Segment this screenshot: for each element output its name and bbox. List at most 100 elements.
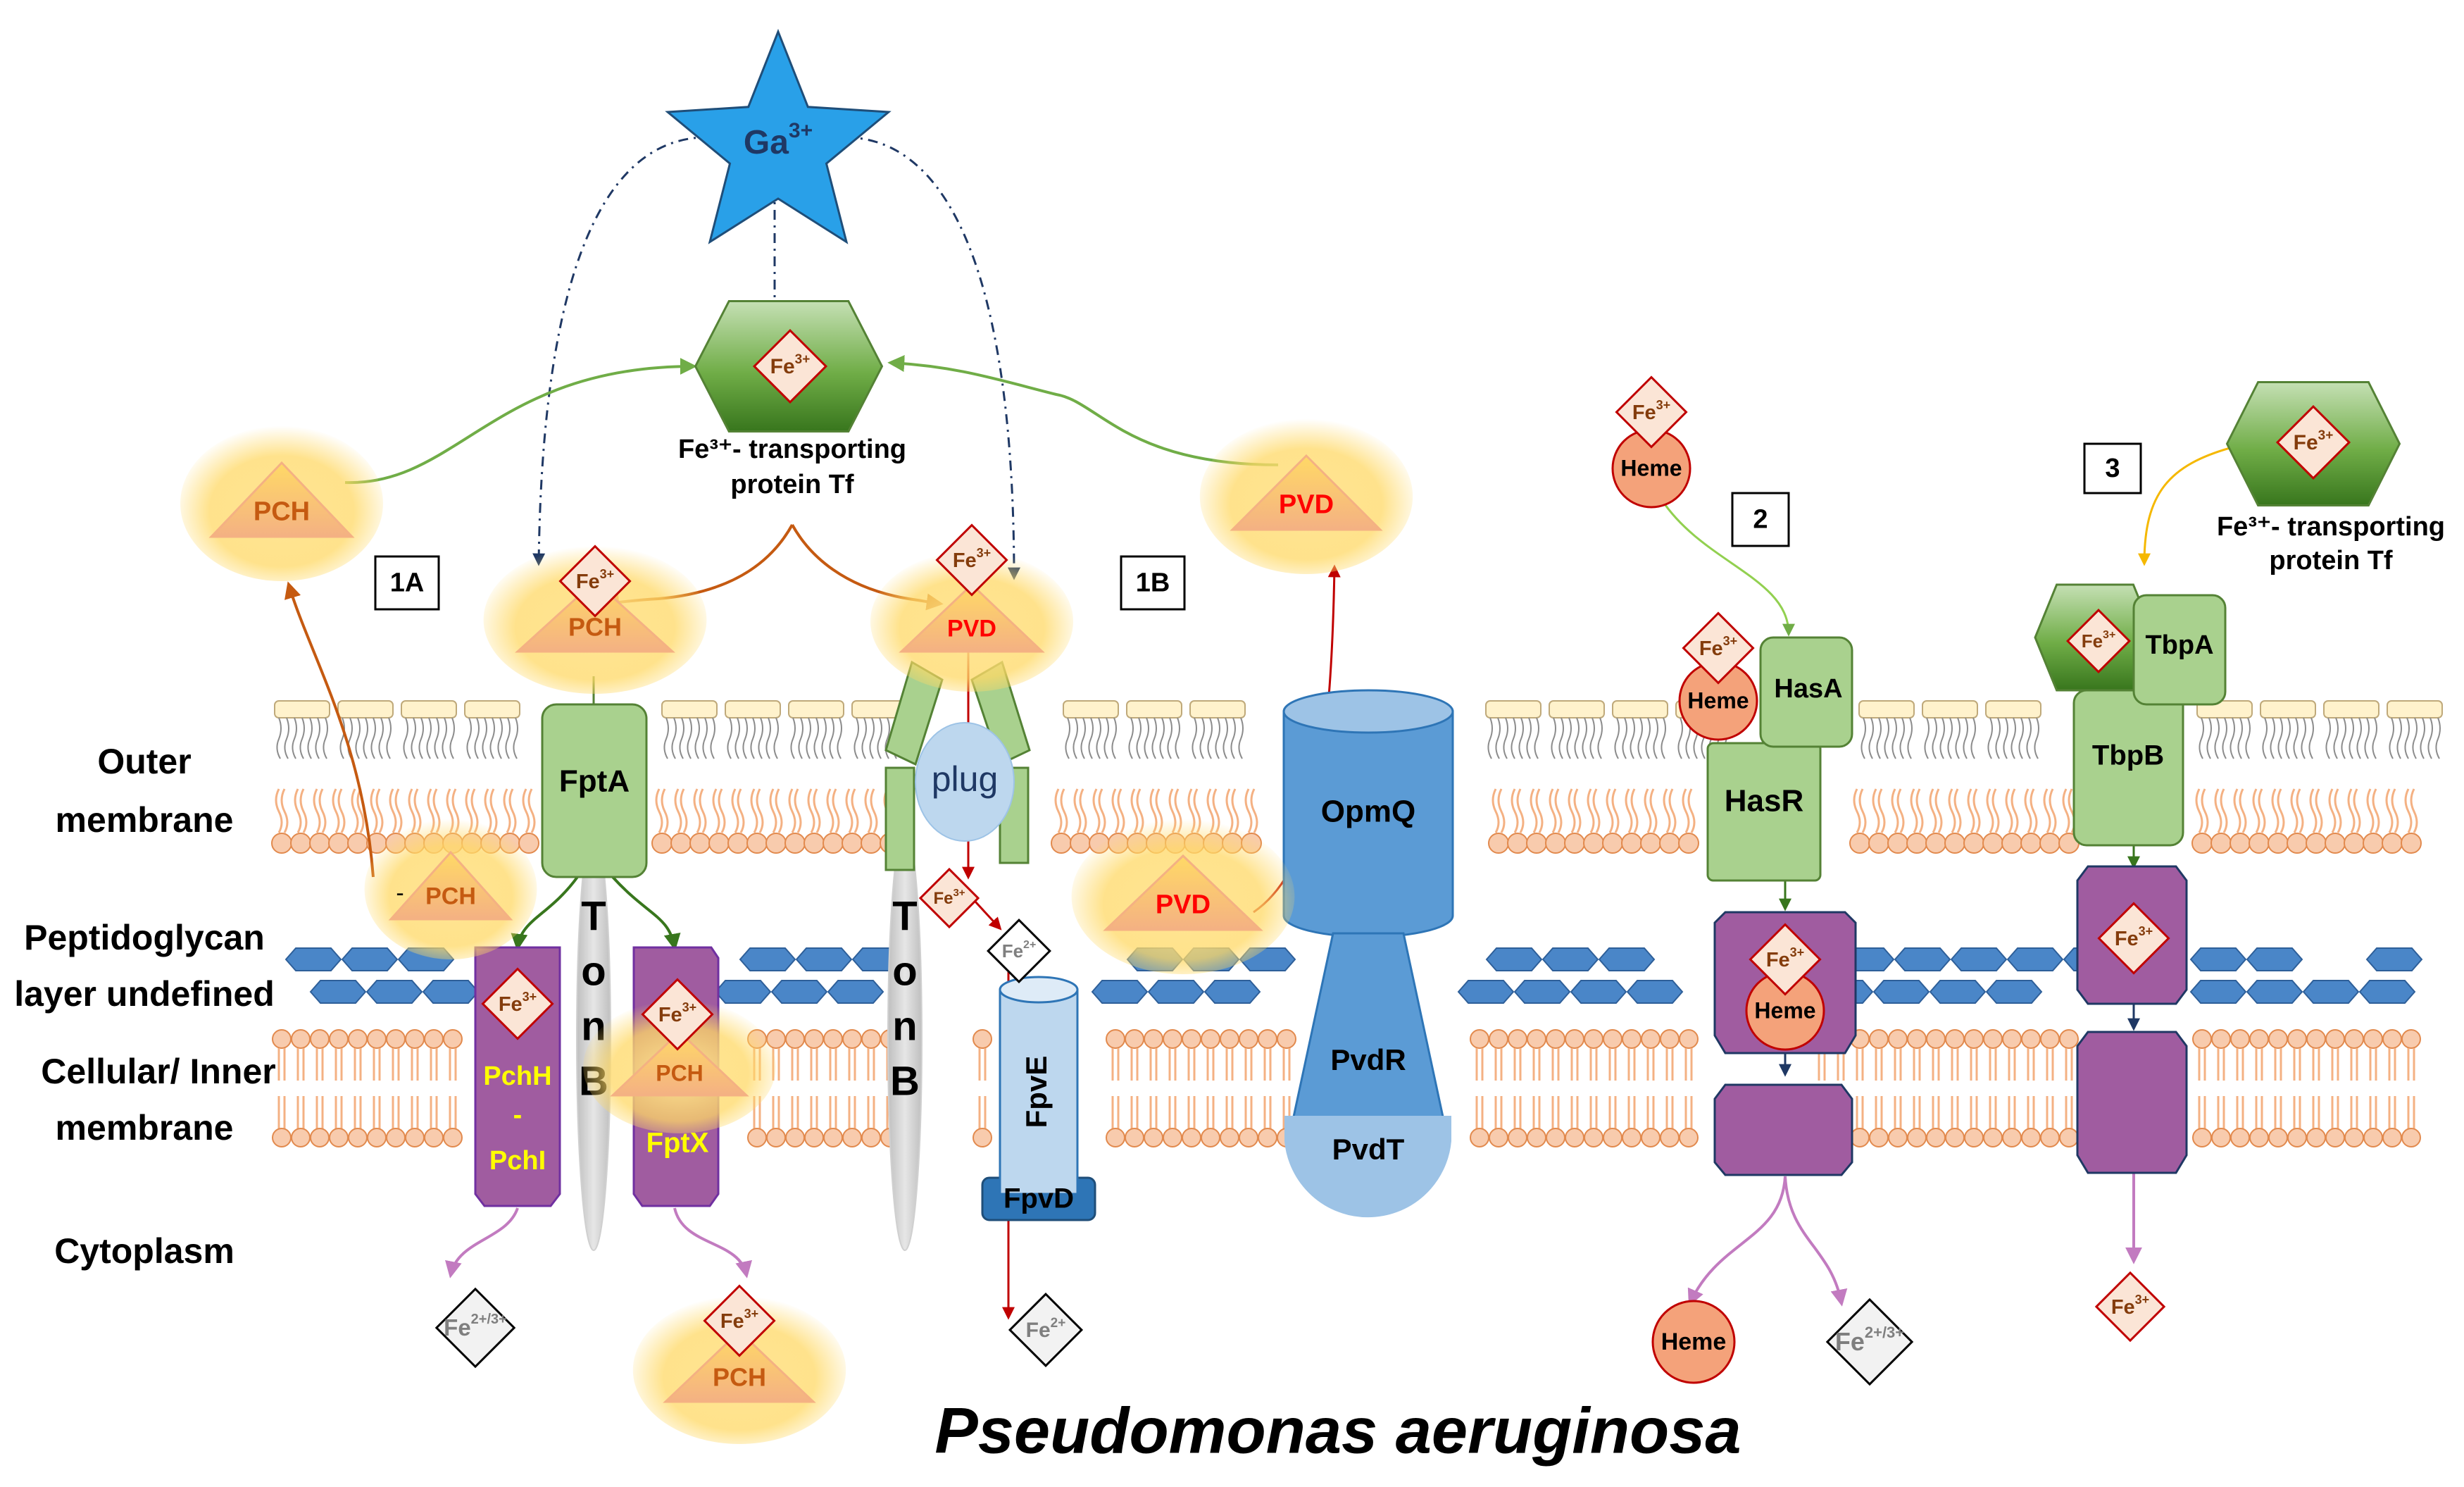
inner-lipid-head bbox=[842, 1128, 862, 1147]
outer-lipid-tail bbox=[1948, 788, 1962, 833]
lps-unit bbox=[725, 700, 781, 759]
outer-lipid-tail bbox=[864, 788, 878, 833]
inner-lipid-head bbox=[2192, 1128, 2212, 1147]
inner-lipid-tail bbox=[1646, 1096, 1655, 1128]
structures: TonBTonB bbox=[474, 583, 2227, 1251]
inner-lipid-head bbox=[973, 1029, 992, 1049]
connector-arrow bbox=[974, 900, 1002, 931]
inner-lipid-tail bbox=[1244, 1048, 1253, 1128]
lps-tail bbox=[1589, 717, 1595, 759]
inner-lipid-tail bbox=[1589, 1048, 1598, 1081]
figure-title: Pseudomonas aeruginosa bbox=[934, 1395, 1741, 1467]
inner-lipid-tail bbox=[2350, 1096, 2358, 1128]
pvd-periplasm-shape bbox=[1103, 854, 1263, 931]
pch-fptx-shape bbox=[610, 1030, 749, 1097]
outer-lipid bbox=[2268, 788, 2289, 854]
inner-lipid bbox=[329, 1029, 349, 1147]
lps-tail bbox=[1987, 717, 1993, 759]
inner-lipid-tail bbox=[1875, 1096, 1883, 1128]
inner-lipid-tail bbox=[277, 1048, 286, 1081]
peptidoglycan-unit bbox=[1929, 980, 1987, 1004]
hasa-label: HasA bbox=[1774, 674, 1842, 704]
outer-lipid-head bbox=[1906, 833, 1927, 854]
lps-tail bbox=[292, 717, 297, 759]
tbp-cyto-iron-label: Fe3+ bbox=[2111, 1293, 2149, 1319]
inner-lipid-tail bbox=[848, 1048, 856, 1081]
inner-lipid-tail bbox=[829, 1096, 837, 1128]
inner-lipid-tail bbox=[354, 1048, 362, 1081]
inner-lipid-tail bbox=[2008, 1096, 2016, 1128]
inner-lipid-tail bbox=[1475, 1096, 1484, 1128]
tbpa-iron-label: Fe3+ bbox=[2082, 629, 2116, 652]
lps-tail bbox=[355, 717, 361, 759]
inner-lipid-tail bbox=[315, 1048, 324, 1081]
fpta-protein bbox=[541, 703, 648, 878]
lps-head bbox=[2260, 700, 2316, 718]
lps-head bbox=[661, 700, 718, 718]
inner-lipid bbox=[1201, 1029, 1220, 1147]
inner-lipid-head bbox=[2040, 1128, 2060, 1147]
inner-lipid-tail bbox=[354, 1096, 362, 1128]
outer-lipid-tail bbox=[2290, 788, 2304, 833]
pch-fptx-label: PCH bbox=[656, 1061, 703, 1086]
outer-lipid-head bbox=[1621, 833, 1642, 854]
lps-tail bbox=[2293, 717, 2299, 759]
lps-tail bbox=[2285, 717, 2291, 759]
lps-tail bbox=[2214, 717, 2220, 759]
lps-tail bbox=[403, 717, 408, 759]
inner-lipid bbox=[785, 1029, 805, 1147]
inner-lipid-tail bbox=[2407, 1096, 2415, 1128]
outer-lipid bbox=[861, 788, 882, 854]
outer-lipid-tail bbox=[275, 788, 289, 833]
outer-lipid bbox=[727, 788, 749, 854]
inner-lipid-head bbox=[1869, 1128, 1889, 1147]
lps-tail bbox=[1111, 717, 1117, 759]
hasr-label: HasR bbox=[1725, 784, 1804, 819]
inner-lipid-tail bbox=[2236, 1096, 2244, 1128]
outer-lipid-head bbox=[518, 833, 539, 854]
lps-tail bbox=[442, 717, 447, 759]
outer-lipid bbox=[708, 788, 730, 854]
peptidoglycan-unit bbox=[1091, 980, 1149, 1004]
inner-lipid bbox=[2287, 1029, 2307, 1147]
inner-lipid bbox=[1470, 1029, 1489, 1147]
outer-lipid bbox=[1602, 788, 1623, 854]
fpva-receptor bbox=[884, 660, 1031, 871]
pch-fpta-iron: Fe3+ bbox=[558, 545, 632, 618]
inner-lipid-tail bbox=[2046, 1048, 2054, 1081]
inner-lipid-tail bbox=[2388, 1096, 2396, 1128]
outer-lipid-head bbox=[1488, 833, 1509, 854]
outer-lipid-tail bbox=[807, 788, 821, 833]
outer-lipid-tail bbox=[2385, 788, 2399, 833]
lps-unit bbox=[1189, 700, 1246, 759]
outer-lipid-tail bbox=[1054, 788, 1068, 833]
inner-lipid-tail bbox=[2065, 1048, 2073, 1081]
outer-lipid-head bbox=[1887, 833, 1908, 854]
outer-lipid-tail bbox=[750, 788, 764, 833]
lps-tail bbox=[1518, 717, 1524, 759]
lps-tail bbox=[734, 717, 740, 759]
peptidoglycan-unit bbox=[365, 980, 423, 1004]
outer-lipid-tail bbox=[2271, 788, 2285, 833]
outer-lipid-tail bbox=[332, 788, 346, 833]
inner-lipid-tail bbox=[791, 1096, 799, 1128]
lps-head bbox=[1485, 700, 1541, 718]
inner-lipid-head bbox=[1546, 1029, 1565, 1049]
inner-lipid-head bbox=[2401, 1128, 2421, 1147]
lps-tail bbox=[497, 717, 503, 759]
inner-lipid-tail bbox=[2046, 1096, 2054, 1128]
outer-lipid bbox=[2210, 788, 2232, 854]
peptidoglycan-unit bbox=[827, 980, 884, 1004]
lps-tail bbox=[1955, 717, 1960, 759]
lps-tail bbox=[861, 717, 867, 759]
inner-lipid bbox=[1926, 1029, 1946, 1147]
outer-lipid bbox=[2344, 788, 2365, 854]
inner-lipid bbox=[861, 1029, 881, 1147]
inner-lipid-head bbox=[1983, 1029, 2003, 1049]
peptidoglycan-unit bbox=[309, 980, 367, 1004]
inner-lipid-head bbox=[2002, 1128, 2022, 1147]
lps-tail bbox=[773, 717, 779, 759]
inner-lipid bbox=[1869, 1029, 1889, 1147]
inner-lipid-head bbox=[1163, 1128, 1182, 1147]
inner-lipid-tail bbox=[1665, 1048, 1674, 1081]
